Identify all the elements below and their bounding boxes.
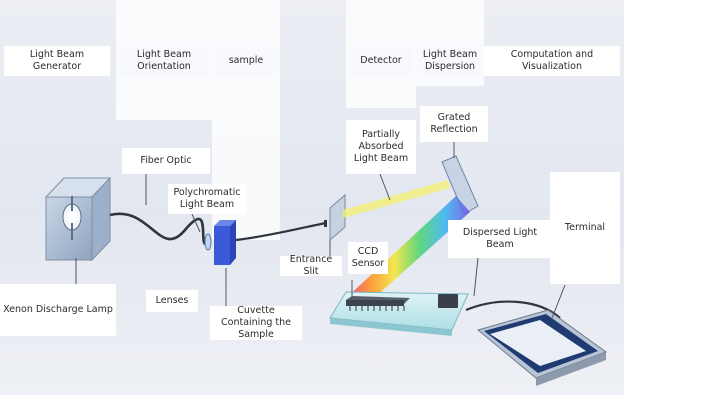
label-xenon-discharge-lamp: Xenon Discharge Lamp [0,284,116,336]
label-terminal: Terminal [550,172,620,284]
label-dispersed-light-beam: Dispersed Light Beam [448,220,552,258]
slit-cable [235,221,327,242]
ccd-chip [346,296,410,311]
fiber-optic-cable [109,212,207,246]
label-entrance-slit: Entrance Slit [280,254,342,277]
lens [204,233,212,251]
xenon-lamp-cube [44,176,112,262]
terminal-device [476,309,608,386]
detector-panel [329,193,346,242]
grating [441,155,479,215]
label-polychromatic-beam: Polychromatic Light Beam [168,184,246,214]
label-lenses: Lenses [146,290,198,312]
label-ccd-sensor: CCD Sensor [348,242,388,274]
blank-margin [624,0,717,404]
label-light-beam-dispersion: Light Beam Dispersion [418,46,482,76]
dispersed-rainbow [344,196,470,300]
label-grated-reflection: Grated Reflection [420,106,488,142]
entrance-slit [324,220,327,227]
cuvette [214,220,236,265]
label-partially-absorbed-beam: Partially Absorbed Light Beam [346,120,416,174]
label-cuvette: Cuvette Containing the Sample [210,305,302,340]
leader-lines [75,142,566,319]
label-sample: sample [214,46,278,76]
terminal-cable [465,300,561,319]
spectrometer-artwork [44,142,608,386]
label-fiber-optic: Fiber Optic [122,148,210,174]
label-computation-visualization: Computation and Visualization [484,46,620,76]
label-light-beam-orientation: Light Beam Orientation [120,46,208,76]
label-light-beam-generator: Light Beam Generator [4,46,110,76]
absorbed-beam [343,180,450,218]
processor-chip [438,294,458,308]
label-detector: Detector [350,46,412,76]
